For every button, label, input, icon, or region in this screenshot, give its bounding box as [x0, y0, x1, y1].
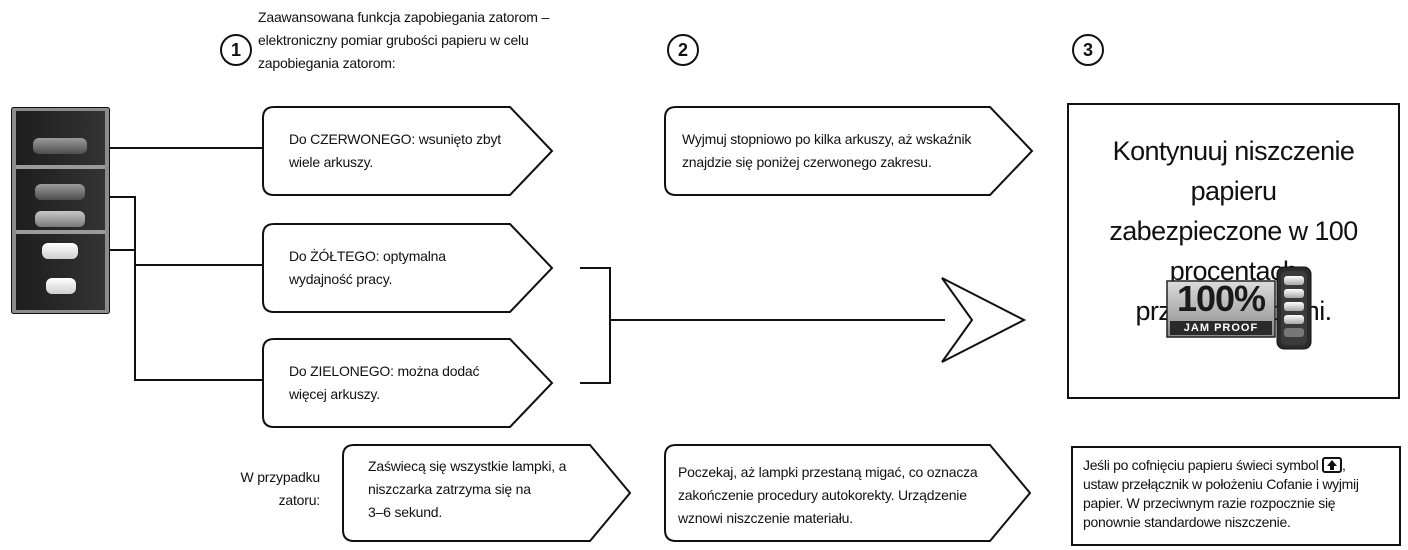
jam-label: W przypadku zatoru: [200, 466, 321, 512]
intro-line-2: elektroniczny pomiar grubości papieru w … [258, 32, 529, 48]
remove-sheets-line-1: Wyjmuj stopniowo po kilka arkuszy, aż ws… [682, 131, 972, 147]
remove-sheets-callout: Wyjmuj stopniowo po kilka arkuszy, aż ws… [682, 128, 1002, 174]
jam-step1-text: Zaświecą się wszystkie lampki, a niszcza… [368, 455, 618, 524]
jam-step3-line-4: ponownie standardowe niszczenie. [1083, 514, 1291, 530]
red-callout-line-2: wiele arkuszy. [289, 154, 374, 170]
paper-reverse-symbol-icon [1322, 457, 1343, 473]
yellow-lamp-upper [35, 184, 85, 200]
jam-step1-line-3: 3–6 sekund. [368, 504, 443, 520]
green-lamp-upper [42, 243, 78, 259]
jam-proof-badge-graphic [1166, 266, 1312, 350]
step-number-2: 2 [667, 34, 699, 66]
jam-step3-line-1-comma: , [1342, 457, 1346, 473]
step-number-1: 1 [220, 34, 252, 66]
yellow-callout-line-2: wydajność pracy. [289, 271, 393, 287]
jam-step3-line-3: papier. W przeciwnym razie rozpocznie si… [1083, 495, 1336, 511]
merge-bracket [580, 267, 611, 384]
red-callout: Do CZERWONEGO: wsunięto zbyt wiele arkus… [289, 128, 529, 174]
jam-step3-note: Jeśli po cofnięciu papieru świeci symbol… [1071, 446, 1401, 546]
intro-line-3: zapobiegania zatorom: [258, 55, 396, 71]
indicator-panel-graphic [11, 107, 110, 314]
jam-step2-line-1: Poczekaj, aż lampki przestaną migać, co … [678, 464, 978, 480]
step-number-3: 3 [1072, 34, 1104, 66]
yellow-connector [110, 196, 262, 266]
jam-label-line-2: zatoru: [278, 492, 321, 508]
jam-step3-line-1-text: Jeśli po cofnięciu papieru świeci symbol [1083, 457, 1319, 473]
jam-step2-text: Poczekaj, aż lampki przestaną migać, co … [678, 461, 1008, 530]
green-connector [110, 249, 262, 381]
jam-step3-text: Jeśli po cofnięciu papieru świeci symbol… [1083, 456, 1389, 532]
jam-step2-line-3: wznowi niszczenie materiału. [678, 510, 853, 526]
badge-label: JAM PROOF [1183, 322, 1259, 334]
green-lamp-lower [46, 278, 76, 294]
red-lamp [33, 138, 87, 154]
big-arrowhead [941, 277, 1027, 363]
yellow-lamp-lower [35, 211, 85, 227]
green-callout-line-1: Do ZIELONEGO: można dodać [289, 363, 480, 379]
intro-line-1: Zaawansowana funkcja zapobiegania zatoro… [258, 9, 550, 25]
jam-step1-line-1: Zaświecą się wszystkie lampki, a [368, 458, 567, 474]
indicator-panel [11, 107, 110, 314]
jam-step2-shape [664, 444, 1032, 542]
jam-step3-line-1: Jeśli po cofnięciu papieru świeci symbol… [1083, 456, 1389, 475]
remove-sheets-shape [664, 106, 1034, 196]
green-callout: Do ZIELONEGO: można dodać więcej arkuszy… [289, 360, 529, 406]
red-callout-shape [262, 106, 554, 196]
yellow-callout: Do ŻÓŁTEGO: optymalna wydajność pracy. [289, 245, 529, 291]
jam-label-line-1: W przypadku [240, 469, 321, 485]
badge-percent: 100% [1176, 278, 1266, 319]
result-line-1: Kontynuuj niszczenie papieru [1112, 136, 1355, 206]
jam-step3-line-2: ustaw przełącznik w położeniu Cofanie i … [1083, 476, 1359, 492]
jam-step1-shape [342, 444, 632, 542]
green-callout-line-2: więcej arkuszy. [289, 386, 380, 402]
jam-proof-badge: 100% JAM PROOF [1165, 265, 1313, 351]
green-callout-shape [262, 338, 554, 428]
yellow-callout-shape [262, 223, 554, 313]
remove-sheets-line-2: znajdzie się poniżej czerwonego zakresu. [682, 154, 932, 170]
intro-text: Zaawansowana funkcja zapobiegania zatoro… [258, 6, 638, 75]
jam-step2-line-2: zakończenie procedury autokorekty. Urząd… [678, 487, 967, 503]
result-box: Kontynuuj niszczenie papieru zabezpieczo… [1067, 103, 1400, 399]
red-callout-line-1: Do CZERWONEGO: wsunięto zbyt [289, 131, 501, 147]
yellow-callout-line-1: Do ŻÓŁTEGO: optymalna [289, 248, 446, 264]
jam-step1-line-2: niszczarka zatrzyma się na [368, 481, 531, 497]
